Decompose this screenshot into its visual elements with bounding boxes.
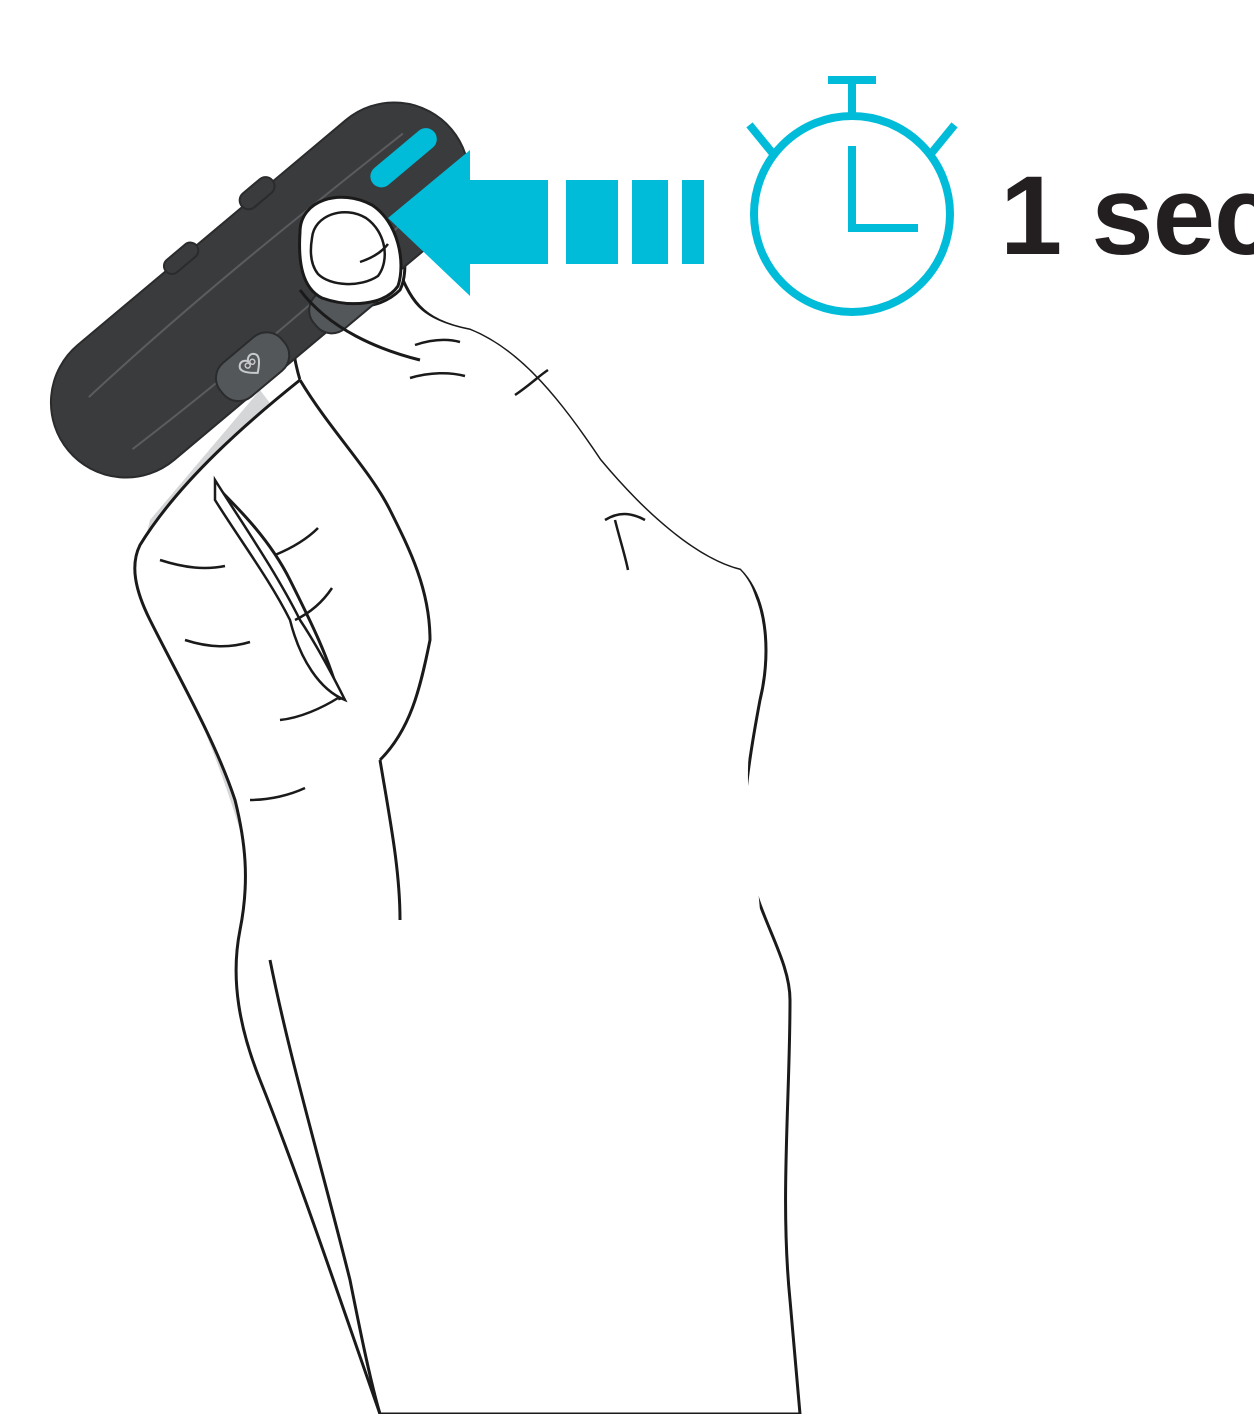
duration-label: 1 sec <box>1000 160 1254 272</box>
arrow-dash <box>682 180 704 264</box>
arrow-dash <box>632 180 668 264</box>
arrow-dash <box>566 180 618 264</box>
stopwatch-icon <box>752 80 952 312</box>
